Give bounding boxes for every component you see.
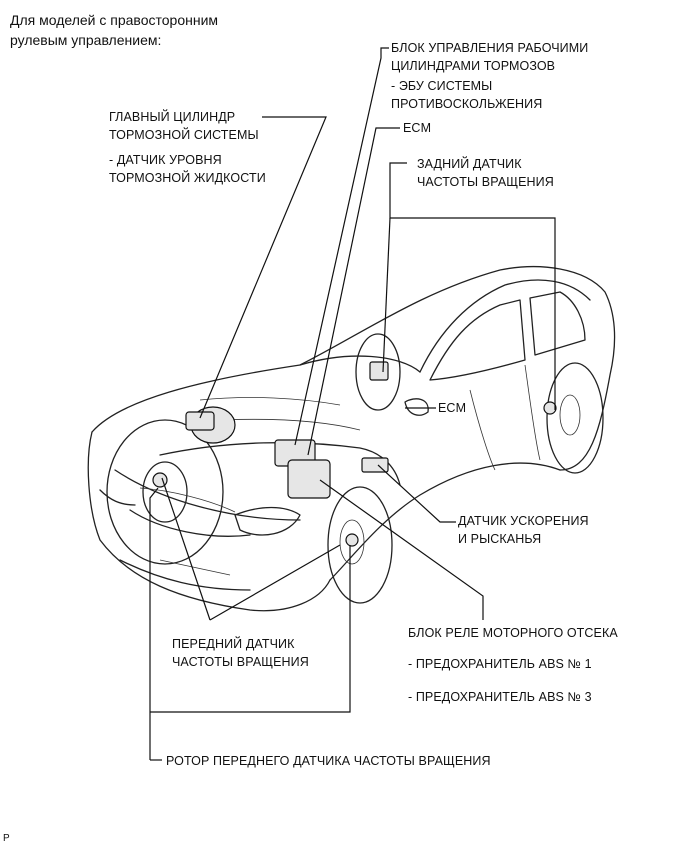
- yaw-sensor-label-1: ДАТЧИК УСКОРЕНИЯ: [458, 514, 589, 528]
- yaw-sensor-label-2: И РЫСКАНЬЯ: [458, 532, 542, 546]
- heading-line-2: рулевым управлением:: [10, 32, 162, 48]
- front-speed-sensor-label-1: ПЕРЕДНИЙ ДАТЧИК: [172, 637, 295, 651]
- ecm-mid-label: ECM: [438, 401, 467, 415]
- heading-line-1: Для моделей с правосторонним: [10, 12, 219, 28]
- relay-block-label: БЛОК РЕЛЕ МОТОРНОГО ОТСЕКА: [408, 626, 618, 640]
- component-parts: [152, 361, 557, 547]
- corner-mark: P: [3, 833, 10, 844]
- car-illustration: [87, 266, 616, 612]
- rear-speed-sensor-label-2: ЧАСТОТЫ ВРАЩЕНИЯ: [417, 175, 554, 189]
- fuse-3-label: - ПРЕДОХРАНИТЕЛЬ ABS № 3: [408, 690, 592, 704]
- front-speed-sensor-right-part: [345, 533, 359, 547]
- skid-ecu-label-1: - ЭБУ СИСТЕМЫ: [391, 79, 493, 93]
- fluid-sensor-label-2: ТОРМОЗНОЙ ЖИДКОСТИ: [109, 171, 266, 185]
- ecm-top-label: ECM: [403, 121, 432, 135]
- skid-ecu-label-2: ПРОТИВОСКОЛЬЖЕНИЯ: [391, 97, 543, 111]
- front-rotor-label: РОТОР ПЕРЕДНЕГО ДАТЧИКА ЧАСТОТЫ ВРАЩЕНИЯ: [166, 754, 491, 768]
- fuse-1-label: - ПРЕДОХРАНИТЕЛЬ ABS № 1: [408, 657, 592, 671]
- master-cylinder-part: [185, 411, 215, 431]
- rear-speed-sensor-part: [543, 401, 557, 415]
- master-cylinder-label-1: ГЛАВНЫЙ ЦИЛИНДР: [109, 110, 236, 124]
- front-speed-sensor-label-2: ЧАСТОТЫ ВРАЩЕНИЯ: [172, 655, 309, 669]
- relay-block-part: [287, 459, 331, 499]
- brake-actuator-label-1: БЛОК УПРАВЛЕНИЯ РАБОЧИМИ: [391, 41, 589, 55]
- fluid-sensor-label-1: - ДАТЧИК УРОВНЯ: [109, 153, 222, 167]
- rear-speed-sensor-label-1: ЗАДНИЙ ДАТЧИК: [417, 157, 522, 171]
- brake-actuator-label-2: ЦИЛИНДРАМИ ТОРМОЗОВ: [391, 59, 556, 73]
- ecm-part: [369, 361, 389, 381]
- leader-lines: [149, 47, 556, 761]
- master-cylinder-label-2: ТОРМОЗНОЙ СИСТЕМЫ: [109, 128, 259, 142]
